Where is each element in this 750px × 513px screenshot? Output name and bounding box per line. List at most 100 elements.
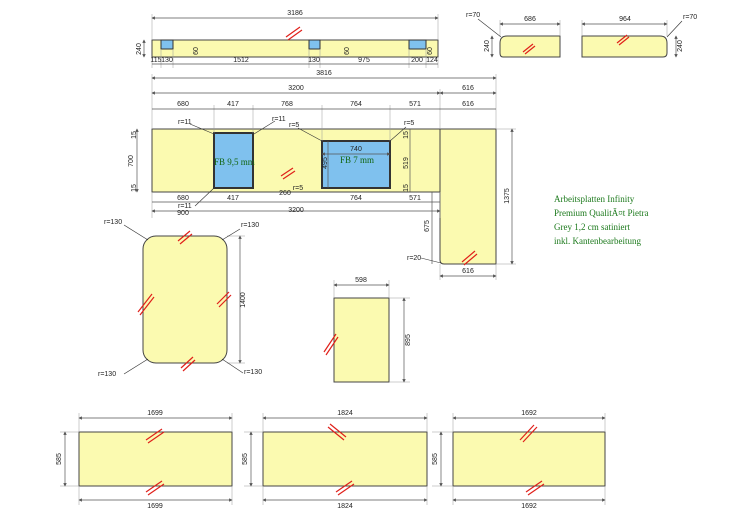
- grain-mark: [461, 250, 478, 266]
- main-overall-dim: 3816: [316, 70, 332, 77]
- grain-mark: [137, 293, 155, 316]
- main-right-depth: 519: [403, 157, 410, 169]
- main-seg-bottom-1: 680: [177, 195, 189, 202]
- grain-mark: [216, 291, 232, 308]
- small-strip-left-height: 240: [484, 40, 491, 52]
- note-line-4: inkl. Kantenbearbeitung: [554, 236, 641, 246]
- rounded-panel-radius-tr: r=130: [241, 222, 259, 229]
- top-strip-seg-2: 130: [161, 57, 173, 64]
- main-radius-3: r=5: [289, 122, 299, 129]
- sink-left-label: FB 9,5 mm: [214, 157, 255, 167]
- grain-mark: [327, 423, 347, 441]
- top-strip-notch-label-2: 60: [344, 47, 351, 55]
- rounded-panel-radius-tl: r=130: [104, 219, 122, 226]
- bottom-panel-2-height: 585: [242, 453, 249, 465]
- main-radius-2: r=11: [272, 116, 286, 123]
- main-seg-bottom-2: 417: [227, 195, 239, 202]
- note-line-2: Premium QualitÃ¤t Pietra: [554, 208, 649, 218]
- grain-mark: [519, 424, 538, 443]
- bottom-panel-1: 1699 1699 585: [56, 410, 233, 510]
- bottom-panel-2: 1824 1824 585: [242, 410, 428, 510]
- small-panel-height: 895: [405, 334, 412, 346]
- main-return-width-top: 616: [462, 85, 474, 92]
- grain-mark: [616, 34, 630, 46]
- main-worktop: FB 9,5 mm FB 7 mm 740 3816 3200 616 680 …: [128, 70, 516, 280]
- main-side-small-4: 15: [403, 184, 410, 192]
- grain-mark: [280, 167, 296, 180]
- rounded-panel-radius-br: r=130: [244, 369, 262, 376]
- small-strip-left: 686 240 r=70: [466, 12, 561, 58]
- main-radius-5: r=11: [178, 203, 192, 210]
- grain-mark: [323, 333, 339, 356]
- grain-mark: [177, 230, 193, 245]
- main-seg-top-4: 764: [350, 101, 362, 108]
- main-worktop-slab: [151, 128, 441, 193]
- small-strip-left-radius: r=70: [466, 12, 480, 19]
- top-strip-notch-label-3: 60: [427, 47, 434, 55]
- top-strip-overall-dim: 3186: [287, 10, 303, 17]
- material-note: Arbeitsplatten Infinity Premium QualitÃ¤…: [554, 194, 649, 246]
- top-strip-seg-6: 200: [411, 57, 423, 64]
- main-seg-top-3: 768: [281, 101, 293, 108]
- main-return-radius: r=20: [407, 255, 421, 262]
- top-strip-notch-3: [408, 39, 427, 50]
- bottom-panel-3-height: 585: [432, 453, 439, 465]
- sink-depth-dim: 495: [322, 157, 329, 169]
- bottom-panel-2-width-top: 1824: [337, 410, 353, 417]
- sink-cutout-left: [213, 132, 254, 189]
- rounded-panel-slab: [142, 235, 228, 364]
- grain-mark: [180, 356, 196, 372]
- top-strip-slab: [151, 39, 439, 58]
- main-return-height: 1375: [504, 188, 511, 204]
- small-panel: 598 895: [323, 277, 412, 383]
- main-return-bottom: 616: [462, 268, 474, 275]
- grain-mark: [285, 26, 303, 41]
- main-radius-4: r=5: [404, 120, 414, 127]
- rounded-panel-height: 1400: [240, 292, 247, 308]
- main-side-small-3: 15: [403, 131, 410, 139]
- bottom-panel-1-height: 585: [56, 453, 63, 465]
- main-side-small-2: 15: [131, 184, 138, 192]
- grain-mark: [145, 480, 165, 496]
- main-return-width-seg: 616: [462, 101, 474, 108]
- grain-mark: [522, 43, 536, 55]
- main-seg-bottom-3: 764: [350, 195, 362, 202]
- small-strip-left-width: 686: [524, 16, 536, 23]
- small-strip-right-height: 240: [677, 40, 684, 52]
- bottom-panel-3: 1692 1692 585: [432, 410, 606, 510]
- main-bottom-mid-1: 260: [279, 190, 291, 197]
- bottom-panel-2-width-bottom: 1824: [337, 503, 353, 510]
- main-bottom-length: 3200: [288, 207, 304, 214]
- bottom-panel-1-width-bottom: 1699: [147, 503, 163, 510]
- bottom-panel-3-width-top: 1692: [521, 410, 537, 417]
- main-seg-top-1: 680: [177, 101, 189, 108]
- rounded-panel-radius-bl: r=130: [98, 371, 116, 378]
- top-strip: 3186 240 115 130 1512 130 975 200 124 60…: [136, 10, 439, 68]
- main-radius-1: r=11: [178, 119, 192, 126]
- sink-right-label: FB 7 mm: [340, 155, 374, 165]
- note-line-1: Arbeitsplatten Infinity: [554, 194, 635, 204]
- sink-cutout-right: [321, 140, 391, 189]
- main-bottom-mid-2: r=5: [293, 185, 303, 192]
- bottom-panel-1-slab: [78, 431, 233, 487]
- main-seg-top-2: 417: [227, 101, 239, 108]
- top-strip-seg-4: 130: [308, 57, 320, 64]
- grain-mark: [525, 480, 545, 496]
- small-strip-right: 964 240 r=70: [581, 14, 697, 58]
- small-strip-right-radius: r=70: [683, 14, 697, 21]
- top-strip-notch-label-1: 60: [193, 47, 200, 55]
- main-seg-bottom-4: 571: [409, 195, 421, 202]
- top-strip-notch-2: [308, 39, 321, 50]
- grain-mark: [335, 480, 355, 496]
- top-strip-notch-1: [160, 39, 174, 50]
- top-strip-seg-7: 124: [426, 57, 438, 64]
- rounded-panel: 1400 r=130 r=130 r=130 r=130: [98, 219, 262, 378]
- top-strip-seg-1: 115: [150, 57, 161, 64]
- main-side-small-1: 15: [131, 131, 138, 139]
- bottom-panel-1-width-top: 1699: [147, 410, 163, 417]
- grain-mark: [145, 428, 165, 444]
- bottom-panel-2-slab: [262, 431, 428, 487]
- main-seg-top-5: 571: [409, 101, 421, 108]
- sink-right-width: 740: [350, 146, 362, 153]
- top-strip-seg-3: 1512: [233, 57, 249, 64]
